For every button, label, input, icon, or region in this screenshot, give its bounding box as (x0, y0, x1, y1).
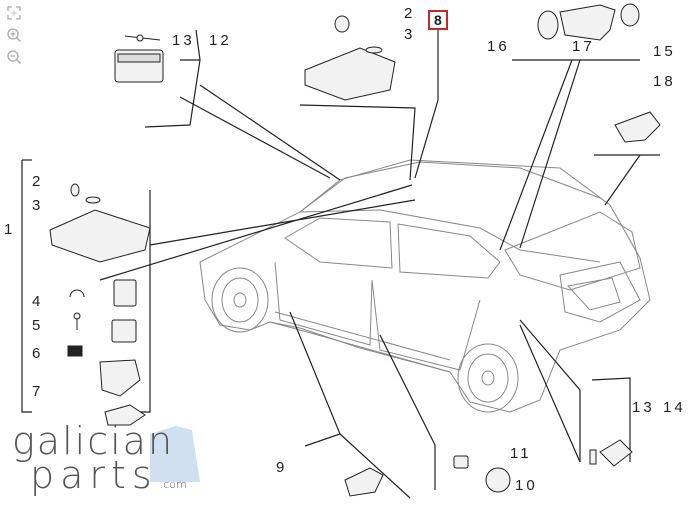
zoom-in-button[interactable] (4, 26, 24, 44)
logo-line-2-text: parts (30, 453, 158, 497)
zoom-in-icon (7, 28, 22, 43)
logo-line-2: parts.com (30, 456, 187, 494)
callout-16: 16 (487, 38, 510, 55)
callout-4: 4 (32, 293, 44, 310)
callout-10: 10 (515, 477, 538, 494)
callout-15: 15 (653, 43, 676, 60)
callout-18: 18 (653, 73, 676, 90)
callout-12: 12 (209, 32, 232, 49)
zoom-out-button[interactable] (4, 48, 24, 66)
callout-14: 14 (663, 399, 686, 416)
callout-17: 17 (572, 38, 595, 55)
zoom-out-icon (7, 50, 22, 65)
callout-2-left: 2 (32, 173, 44, 190)
car-illustration (199, 159, 651, 413)
callout-1: 1 (4, 221, 16, 238)
watermark-logo: galician parts.com (12, 422, 187, 494)
callout-6: 6 (32, 345, 44, 362)
callout-7: 7 (32, 383, 44, 400)
callout-3-top: 3 (404, 26, 416, 43)
logo-domain: .com (159, 478, 187, 491)
callout-11: 11 (510, 445, 532, 462)
callout-13-right: 13 (632, 399, 655, 416)
callout-5: 5 (32, 317, 44, 334)
callout-3-left: 3 (32, 197, 44, 214)
callout-13-top: 13 (172, 32, 195, 49)
leader-lines (21, 29, 660, 499)
callout-2-top: 2 (404, 5, 416, 22)
logo-line-1: galician (12, 419, 175, 463)
fullscreen-icon (7, 6, 21, 20)
callout-9: 9 (276, 459, 288, 476)
fullscreen-button[interactable] (4, 4, 24, 22)
logo-car-shape (150, 426, 200, 482)
callout-8[interactable]: 8 (428, 10, 448, 30)
component-drawings (49, 3, 661, 497)
viewer-toolbar (4, 4, 26, 66)
